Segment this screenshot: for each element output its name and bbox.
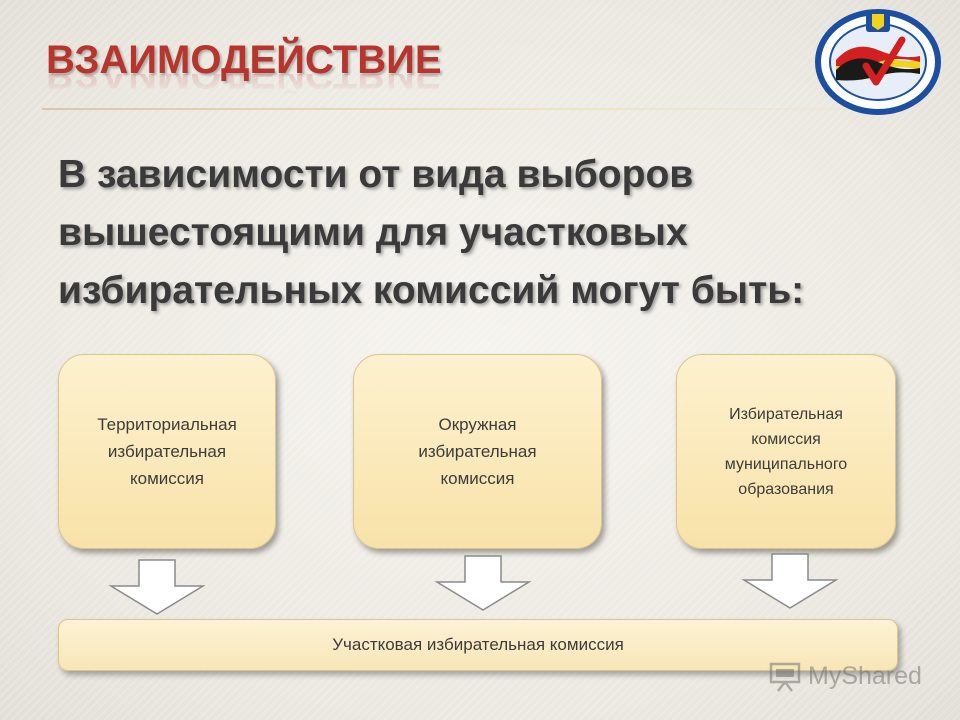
heading-line: вышестоящими для участковых — [58, 211, 688, 254]
box-text-line: комиссия — [751, 430, 821, 448]
slide-title-reflection: ВЗАИМОДЕЙСТВИЕ — [46, 74, 442, 96]
heading-line: избирательных комиссий могут быть: — [58, 269, 805, 312]
box-text-line: Окружная — [438, 415, 517, 434]
down-arrow-icon — [741, 553, 839, 609]
district-commission-box: Окружная избирательная комиссия — [353, 354, 602, 549]
box-text-line: Территориальная — [97, 415, 237, 434]
box-text-line: Избирательная — [729, 405, 843, 423]
box-text-line: образования — [738, 480, 834, 498]
precinct-commission-box: Участковая избирательная комиссия — [58, 619, 898, 671]
election-commission-logo — [815, 9, 941, 115]
down-arrow-icon — [108, 559, 206, 615]
box-text-line: избирательная — [107, 442, 227, 461]
precinct-commission-label: Участковая избирательная комиссия — [332, 635, 624, 654]
heading-line: В зависимости от вида выборов — [58, 153, 694, 196]
title-divider — [42, 108, 960, 110]
watermark: MyShared — [768, 656, 922, 696]
slide-title: ВЗАИМОДЕЙСТВИЕ — [46, 38, 442, 82]
down-arrow-icon — [434, 555, 532, 611]
box-text-line: муниципального — [724, 455, 848, 473]
presentation-icon — [769, 662, 801, 692]
territorial-commission-box: Территориальная избирательная комиссия — [58, 354, 276, 549]
watermark-text: MyShared — [808, 661, 922, 690]
main-heading: В зависимости от вида выборов вышестоящи… — [58, 146, 898, 320]
box-text-line: комиссия — [130, 469, 204, 488]
municipal-commission-box: Избирательная комиссия муниципального об… — [676, 354, 896, 549]
box-text-line: избирательная — [418, 442, 537, 461]
box-text-line: комиссия — [440, 469, 515, 488]
